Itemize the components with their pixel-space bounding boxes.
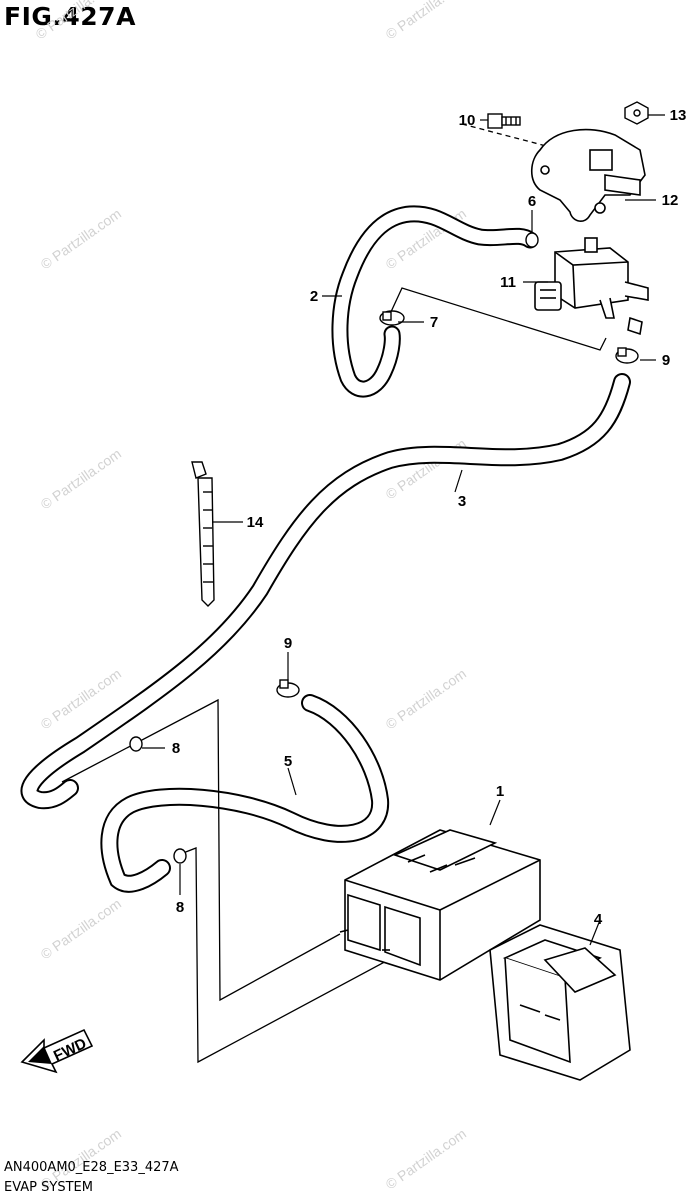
diagram-caption: EVAP SYSTEM [4,1180,93,1195]
nut-13 [624,101,649,125]
watermark: © Partzilla.com [38,895,124,962]
fwd-arrow: FWD [20,1028,94,1074]
hose-3 [20,373,631,810]
callout-2: 2 [310,288,318,305]
callout-9-lower: 9 [284,635,292,652]
callout-10: 10 [459,112,476,129]
watermark: © Partzilla.com [383,665,469,732]
callout-9-upper: 9 [662,352,670,369]
bolt-10 [487,113,521,129]
hose-5 [100,694,390,893]
clamp-9-upper [615,347,639,364]
callout-leaders [142,114,665,946]
clamp-7 [379,310,405,326]
callouts: 1 2 3 4 5 6 7 8 8 9 9 10 11 12 13 14 [172,107,687,928]
callout-13: 13 [670,107,687,124]
watermark: © Partzilla.com [33,0,119,42]
watermark: © Partzilla.com [383,0,469,42]
callout-6: 6 [528,193,536,210]
callout-14: 14 [247,514,264,531]
watermark: © Partzilla.com [38,205,124,272]
watermark: © Partzilla.com [383,435,469,502]
clamp-9-lower [276,679,300,698]
callout-7: 7 [430,314,438,331]
callout-3: 3 [458,493,466,510]
watermark: © Partzilla.com [383,1125,469,1192]
callout-1: 1 [496,783,504,800]
canister-1 [339,829,541,981]
clip-6 [525,232,539,248]
callout-12: 12 [662,192,679,209]
hose-2 [331,205,539,398]
cover-4 [489,924,631,1081]
callout-5: 5 [284,753,292,770]
callout-4: 4 [594,911,603,928]
clip-8-upper [129,736,143,752]
watermark: © Partzilla.com [38,445,124,512]
callout-8-lower: 8 [176,899,184,916]
callout-8-upper: 8 [172,740,180,757]
clip-8-lower [173,848,187,864]
cable-tie-14 [191,461,215,607]
callout-11: 11 [500,274,516,291]
valve-11 [534,237,649,336]
figure-title: FIG.427A [4,2,136,31]
bracket-12 [530,128,646,222]
diagram-code: AN400AM0_E28_E33_427A [4,1160,179,1175]
